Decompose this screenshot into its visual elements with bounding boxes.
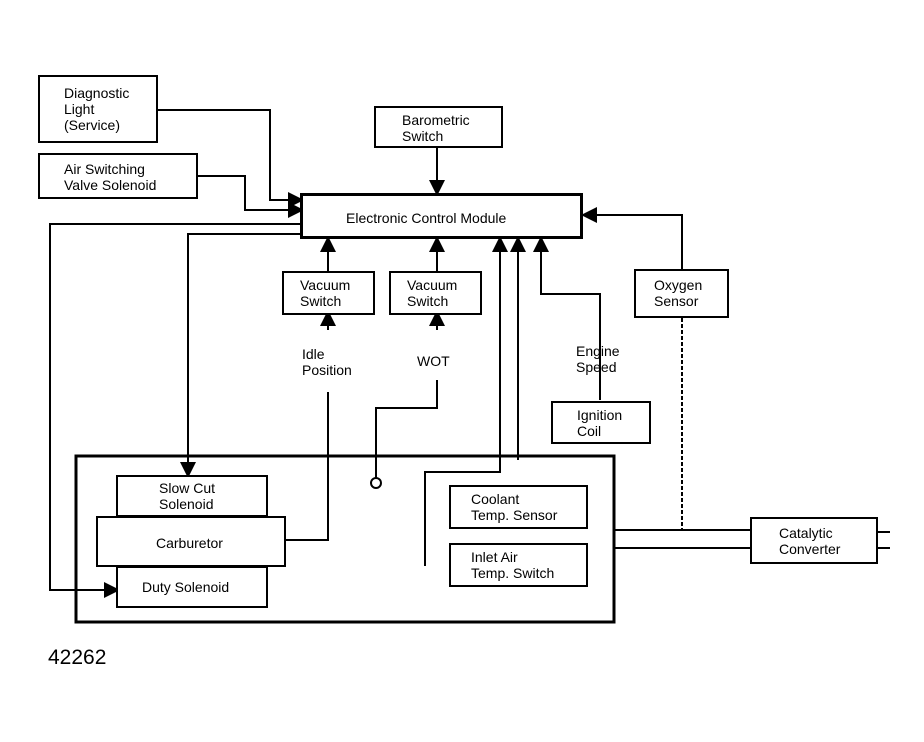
slow-cut-solenoid-label: Slow Cut Solenoid [159, 480, 216, 512]
idle-position-label: Idle Position [302, 346, 352, 378]
inlet-air-temp-switch-box: Inlet Air Temp. Switch [449, 543, 588, 587]
ecm-label: Electronic Control Module [346, 210, 507, 226]
barometric-switch-label: Barometric Switch [402, 112, 470, 144]
ecm-box: Electronic Control Module [300, 193, 583, 239]
engine-speed-label: Engine Speed [576, 343, 620, 375]
air-switching-valve-box: Air Switching Valve Solenoid [38, 153, 198, 199]
coolant-temp-sensor-box: Coolant Temp. Sensor [449, 485, 588, 529]
wot-label: WOT [417, 353, 450, 369]
wire-inlet-air [424, 236, 508, 566]
engine-enclosure [74, 454, 616, 624]
vacuum-switch-1-box: Vacuum Switch [282, 271, 375, 315]
oxygen-sensor-box: Oxygen Sensor [634, 269, 729, 318]
ignition-coil-label: Ignition Coil [577, 407, 623, 439]
throttle-switch-pivot [370, 477, 382, 489]
barometric-switch-box: Barometric Switch [374, 106, 503, 148]
catalytic-converter-label: Catalytic Converter [779, 525, 841, 557]
inlet-air-temp-switch-label: Inlet Air Temp. Switch [471, 549, 555, 581]
wire-duty-solenoid [49, 223, 300, 598]
wire-wot [375, 380, 438, 478]
wire-oxygen-ecm [581, 207, 683, 270]
duty-solenoid-box: Duty Solenoid [116, 566, 268, 608]
wire-idle [286, 392, 329, 541]
carburetor-label: Carburetor [156, 535, 223, 551]
vacuum-switch-2-box: Vacuum Switch [389, 271, 482, 315]
wire-engine-speed [533, 236, 601, 400]
wire-slow-cut [180, 233, 300, 478]
wire-diagnostic-light [157, 109, 304, 208]
coolant-temp-sensor-label: Coolant Temp. Sensor [471, 491, 558, 523]
carburetor-box: Carburetor [96, 516, 286, 567]
diagnostic-light-label: Diagnostic Light (Service) [64, 85, 130, 133]
oxygen-sensor-label: Oxygen Sensor [654, 277, 703, 309]
figure-id: 42262 [48, 646, 107, 669]
duty-solenoid-label: Duty Solenoid [142, 579, 230, 595]
catalytic-converter-box: Catalytic Converter [750, 517, 878, 564]
wire-air-switching [198, 175, 304, 218]
vacuum-switch-1-label: Vacuum Switch [300, 277, 351, 309]
air-switching-valve-label: Air Switching Valve Solenoid [64, 161, 157, 193]
ignition-coil-box: Ignition Coil [551, 401, 651, 444]
slow-cut-solenoid-box: Slow Cut Solenoid [116, 475, 268, 517]
diagnostic-light-box: Diagnostic Light (Service) [38, 75, 158, 143]
vacuum-switch-2-label: Vacuum Switch [407, 277, 458, 309]
